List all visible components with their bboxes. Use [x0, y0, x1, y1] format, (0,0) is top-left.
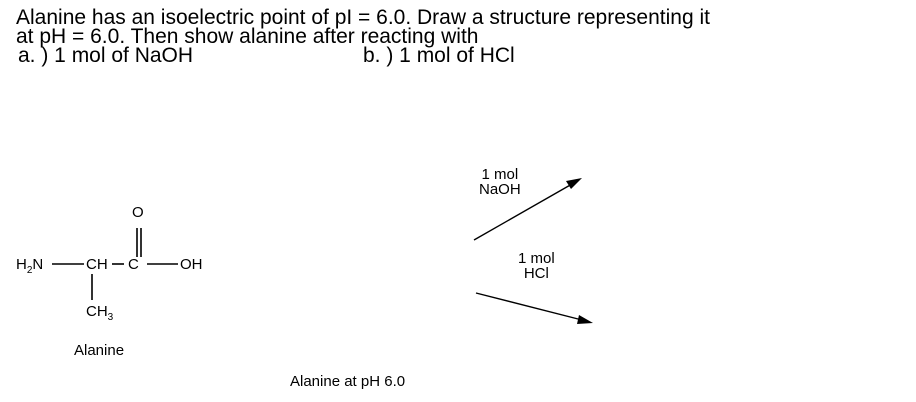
alanine-caption: Alanine: [74, 342, 125, 359]
arrowhead-hcl: [577, 315, 593, 324]
alpha-carbon: CH: [86, 256, 108, 273]
carbonyl-oxygen: O: [132, 204, 144, 221]
zwitterion-caption: Alanine at pH 6.0: [290, 373, 406, 390]
question-line-1: Alanine has an isoelectric point of pI =…: [16, 6, 710, 29]
arrow-naoh: [473, 183, 573, 241]
arrowhead-naoh: [566, 178, 582, 189]
carbonyl-carbon: C: [128, 256, 139, 273]
question-line-2: at pH = 6.0. Then show alanine after rea…: [16, 25, 479, 48]
amine-group: H2N: [16, 256, 44, 276]
methyl-group: CH3: [86, 303, 114, 323]
question-part-a: a. ) 1 mol of NaOH: [18, 44, 194, 67]
arrow-hcl: [475, 292, 583, 321]
hydroxyl-group: OH: [180, 256, 203, 273]
question-part-b: b. ) 1 mol of HCl: [363, 44, 515, 67]
